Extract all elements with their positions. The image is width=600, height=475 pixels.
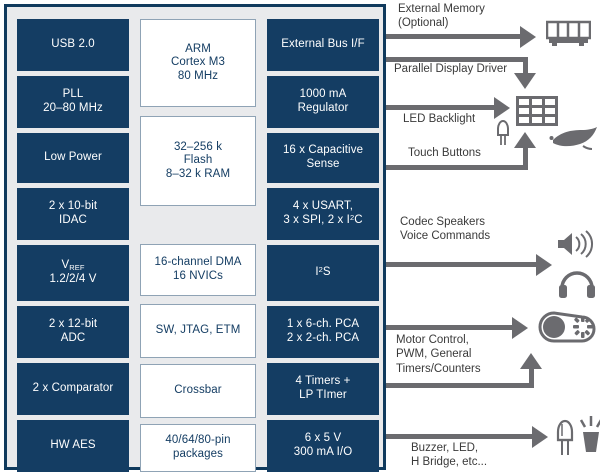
led-buzzer-icon	[553, 412, 600, 458]
line-touch-buttons-h	[386, 165, 528, 170]
hand-icon	[549, 126, 599, 154]
label-parallel-display-driver: Parallel Display Driver	[394, 63, 508, 75]
line-led-backlight	[386, 105, 496, 110]
line-touch-buttons-v	[523, 148, 528, 168]
line-parallel-display-v	[523, 57, 528, 75]
i2c-superscript: 2	[349, 213, 355, 222]
block-hw-aes[interactable]: HW AES	[17, 420, 129, 472]
vref-subscript: REF	[69, 263, 85, 273]
display-grid-icon	[516, 96, 558, 128]
memory-module-icon	[546, 20, 591, 48]
label-external-memory: External Memory(Optional)	[398, 3, 485, 30]
block-crossbar[interactable]: Crossbar	[140, 364, 256, 418]
line-motor-in-v	[529, 368, 534, 386]
arrow-external-memory	[520, 26, 536, 48]
block-comparator[interactable]: 2 x Comparator	[17, 363, 129, 415]
arrow-motor-out	[512, 317, 528, 339]
arrow-led-backlight	[494, 97, 510, 119]
block-timers[interactable]: 4 Timers +LP TImer	[267, 363, 379, 415]
arrow-buzzer-led	[532, 426, 548, 448]
block-usb[interactable]: USB 2.0	[17, 19, 129, 71]
block-i2s[interactable]: I2S	[267, 245, 379, 301]
line-motor-in-h	[386, 383, 534, 388]
speaker-headphones-icon	[556, 230, 598, 298]
block-serial[interactable]: 4 x USART,3 x SPI, 2 x I2C	[267, 188, 379, 240]
line-codec-speakers	[386, 262, 538, 267]
line-parallel-display-h	[386, 57, 528, 62]
line-buzzer-led	[386, 434, 534, 439]
label-buzzer-led: Buzzer, LED,H Bridge, etc...	[411, 442, 488, 469]
block-debug[interactable]: SW, JTAG, ETM	[140, 304, 256, 358]
label-touch-buttons: Touch Buttons	[408, 147, 481, 159]
arrow-parallel-display	[514, 73, 536, 89]
line-motor-out	[386, 325, 514, 330]
external-peripherals-area: External Memory(Optional) Parallel Displ…	[386, 0, 600, 475]
led-icon	[494, 116, 512, 146]
block-low-power[interactable]: Low Power	[17, 133, 129, 183]
arrow-touch-buttons	[514, 132, 536, 148]
line-external-memory	[386, 34, 521, 39]
arrow-codec-speakers	[536, 254, 552, 276]
label-led-backlight: LED Backlight	[403, 113, 476, 125]
arrow-motor-in	[520, 353, 542, 369]
motor-belt-icon	[538, 311, 600, 347]
i2s-superscript: 2	[318, 265, 323, 275]
block-external-bus[interactable]: External Bus I/F	[267, 19, 379, 71]
